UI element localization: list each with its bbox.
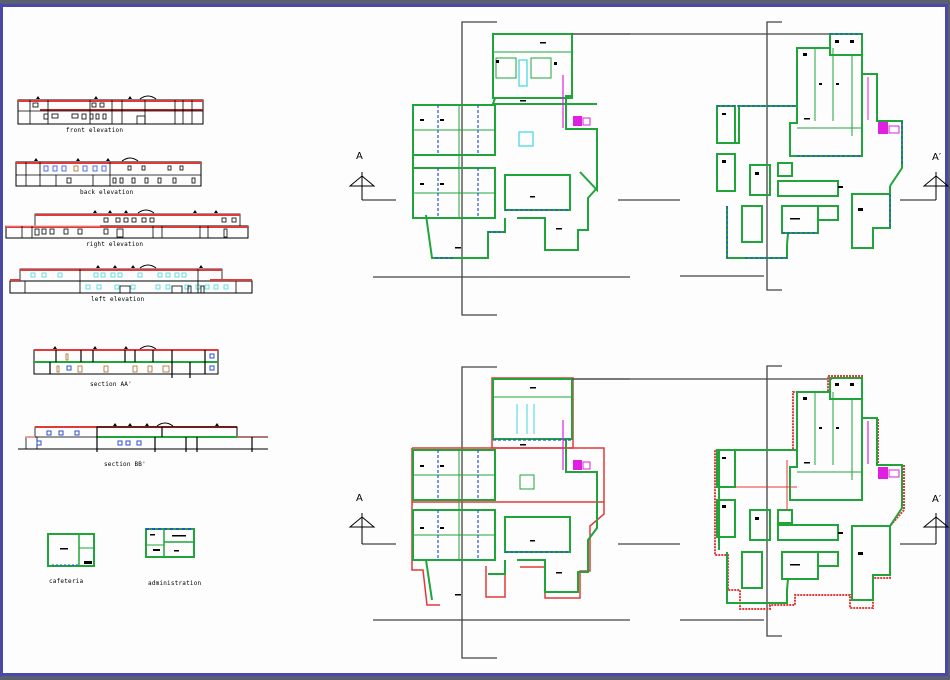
- cafeteria-label: cafeteria: [49, 578, 84, 585]
- back-elevation: [15, 157, 202, 187]
- back-elevation-label: back elevation: [80, 189, 134, 196]
- left-elevation: [9, 264, 253, 294]
- right-elevation-label: right elevation: [86, 241, 144, 248]
- section-bb-label: section BB': [104, 461, 146, 468]
- floor-plan-bottom-right: [572, 365, 950, 637]
- administration-plan: [145, 528, 195, 558]
- administration-label: administration: [148, 580, 202, 587]
- cafeteria-plan: [47, 533, 95, 567]
- section-aa: [33, 345, 219, 378]
- section-marker-a-top: A: [356, 151, 363, 162]
- right-elevation: [5, 209, 249, 239]
- section-aa-label: section AA': [90, 381, 132, 388]
- floor-plan-bottom-left: [348, 366, 680, 659]
- section-marker-a-prime-bottom: A′: [932, 494, 942, 505]
- section-marker-a-prime-top: A′: [932, 152, 942, 163]
- floor-plan-top-left: [348, 21, 680, 316]
- section-bb: [18, 422, 268, 452]
- left-elevation-label: left elevation: [91, 296, 145, 303]
- section-marker-a-bottom: A: [356, 493, 363, 504]
- floor-plan-top-right: [572, 21, 950, 291]
- front-elevation: [17, 95, 204, 125]
- front-elevation-label: front elevation: [66, 127, 124, 134]
